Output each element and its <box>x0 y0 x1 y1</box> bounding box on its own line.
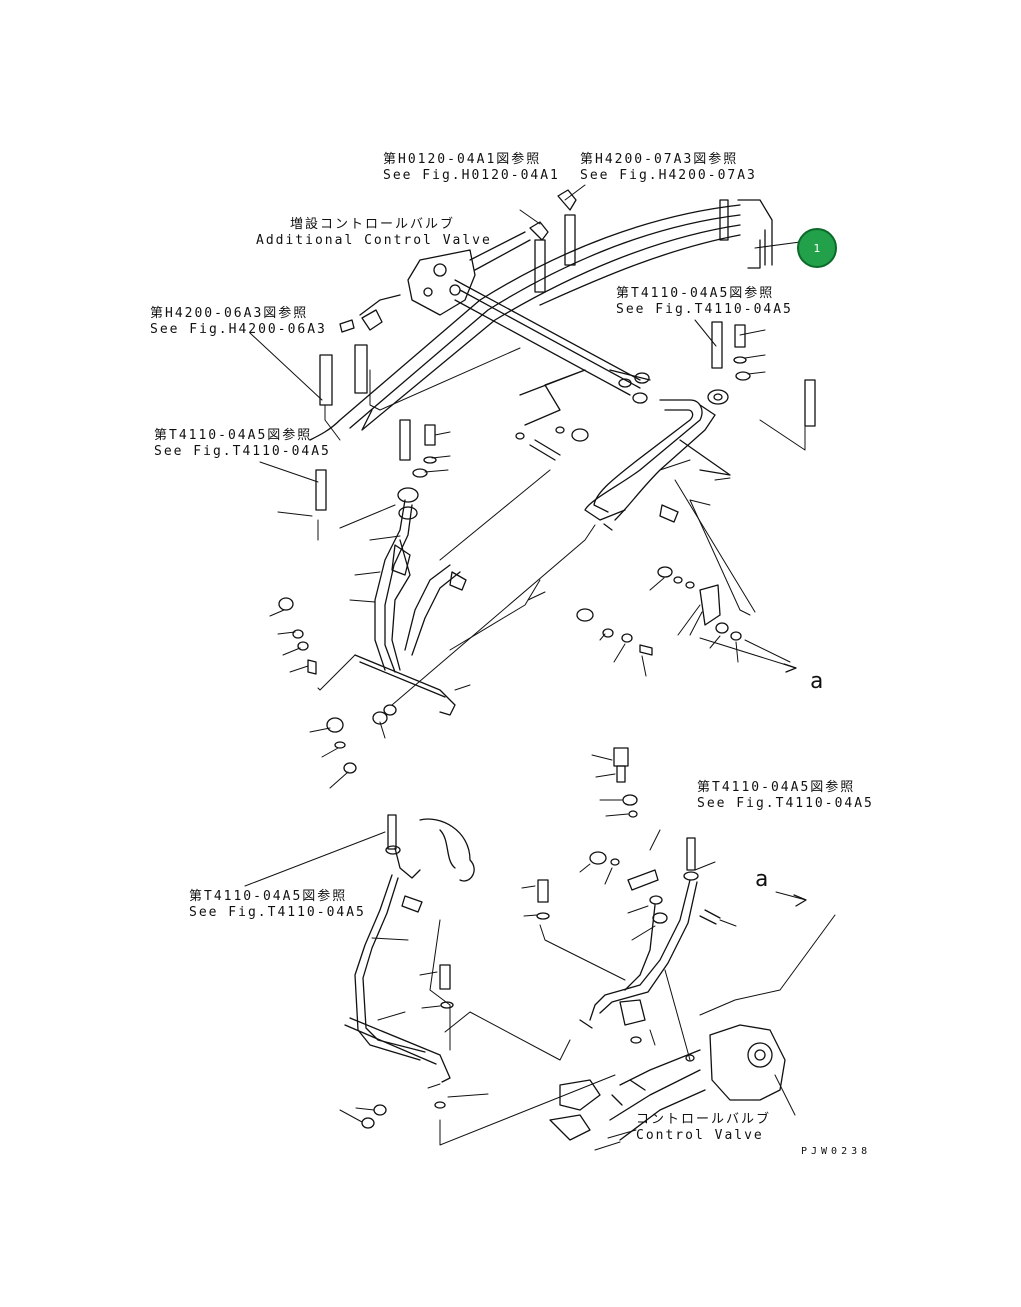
main-tubes <box>309 199 773 441</box>
arrow-a-upper-shaft <box>699 637 797 669</box>
ref-t4110-right-jp: 第T4110-04A5図参照 <box>616 286 775 301</box>
control-valve-jp: コントロールバルブ <box>636 1112 772 1127</box>
ref-h0120-en: See Fig.H0120-04A1 <box>383 168 560 183</box>
marker-a-upper: a <box>810 669 824 694</box>
ref-h4200-06-en: See Fig.H4200-06A3 <box>150 322 327 337</box>
additional-valve-jp: 増設コントロールバルブ <box>290 217 456 232</box>
arrowhead-a-lower <box>793 894 807 907</box>
arrow-a-lower-shaft <box>775 891 807 901</box>
hardware-upper <box>278 324 751 774</box>
right-tube-assembly <box>584 389 731 531</box>
lower-left-tube <box>344 814 475 1083</box>
ref-t4110-lower-right-jp: 第T4110-04A5図参照 <box>697 780 856 795</box>
ref-t4110-left-jp: 第T4110-04A5図参照 <box>154 428 313 443</box>
ref-h4200-07-en: See Fig.H4200-07A3 <box>580 168 757 183</box>
ref-t4110-right-en: See Fig.T4110-04A5 <box>616 302 793 317</box>
part-callout-badge[interactable]: 1 <box>797 228 837 268</box>
hardware-lower <box>361 747 695 1129</box>
additional-valve-en: Additional Control Valve <box>256 233 492 248</box>
ref-h0120-jp: 第H0120-04A1図参照 <box>383 152 542 167</box>
control-valve-body <box>549 1024 786 1141</box>
ref-t4110-left-en: See Fig.T4110-04A5 <box>154 444 331 459</box>
ref-h4200-06-jp: 第H4200-06A3図参照 <box>150 306 309 321</box>
additional-valve-block <box>339 249 476 333</box>
control-valve-en: Control Valve <box>636 1128 764 1143</box>
hoses <box>315 189 816 511</box>
drawing-code: PJW0238 <box>801 1146 872 1157</box>
lower-right-tube <box>579 837 721 1029</box>
left-tube-assembly <box>354 487 467 716</box>
leaders-upper <box>249 184 806 789</box>
ref-t4110-lower-right-en: See Fig.T4110-04A5 <box>697 796 874 811</box>
ref-t4110-lower-left-en: See Fig.T4110-04A5 <box>189 905 366 920</box>
ref-h4200-07-jp: 第H4200-07A3図参照 <box>580 152 739 167</box>
leaders-lower <box>244 754 836 1151</box>
fittings-center <box>515 369 651 461</box>
marker-a-lower: a <box>755 867 769 892</box>
ref-t4110-lower-left-jp: 第T4110-04A5図参照 <box>189 889 348 904</box>
